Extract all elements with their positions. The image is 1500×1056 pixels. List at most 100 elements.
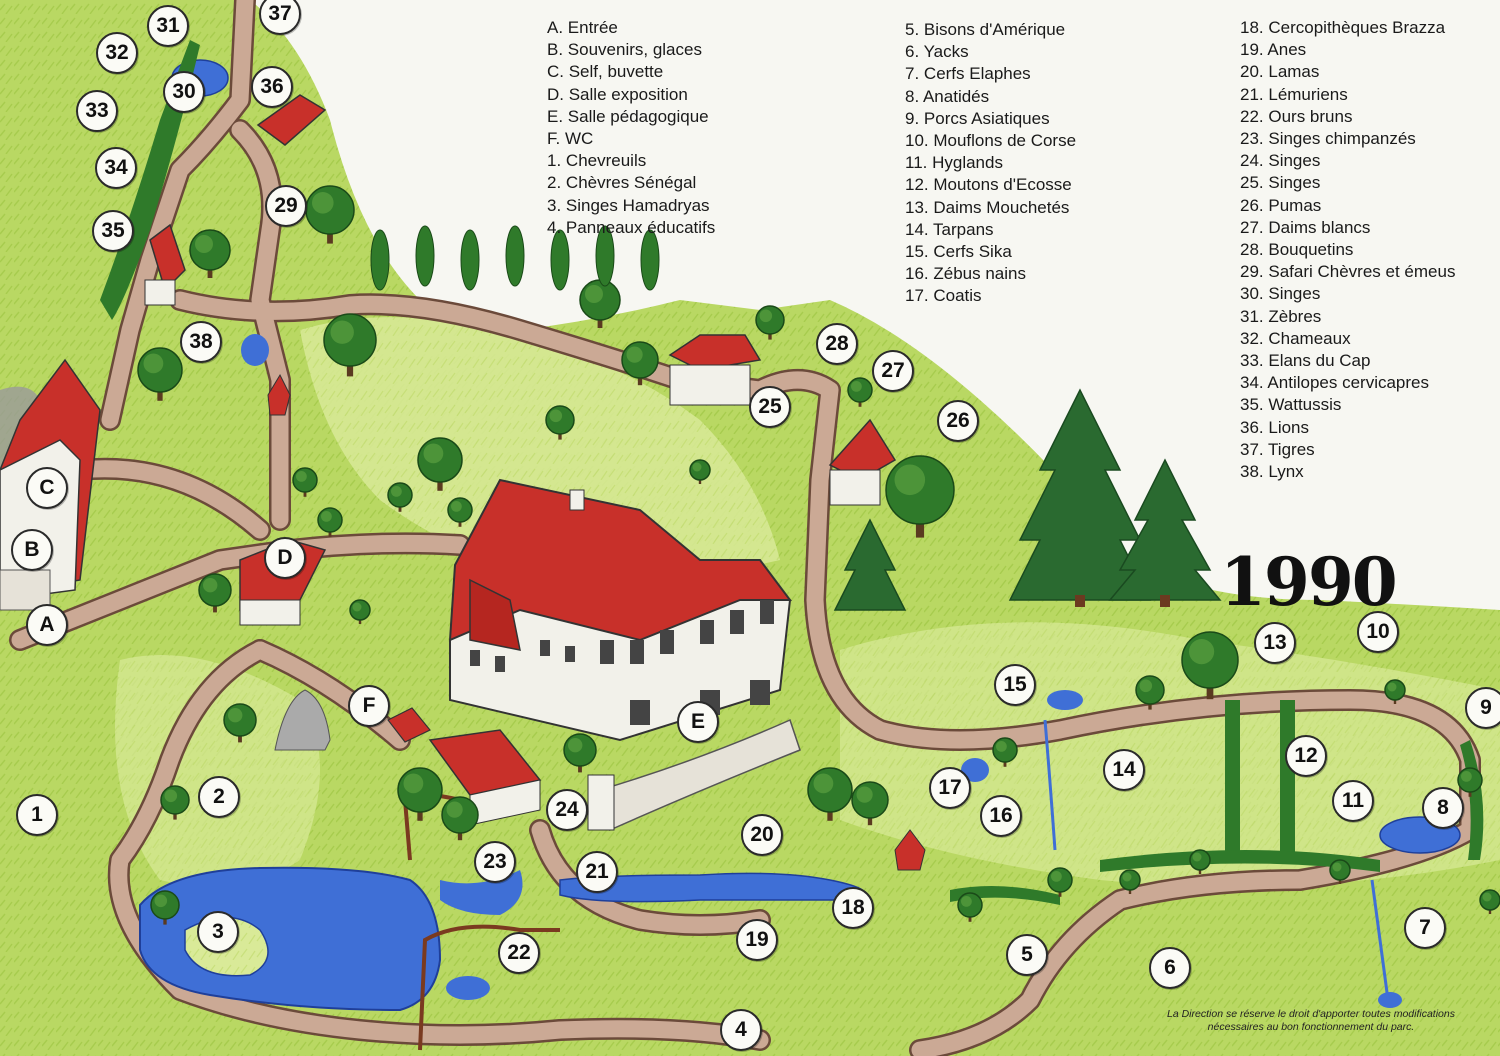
legend-key: 10. <box>905 131 929 151</box>
legend-key: 16. <box>905 264 929 284</box>
legend-key: 23. <box>1240 129 1264 149</box>
map-marker-4[interactable]: 4 <box>720 1009 762 1051</box>
legend-label: Moutons d'Ecosse <box>928 175 1072 195</box>
legend-item: C. Self, buvette <box>547 61 715 83</box>
legend-label: Chevreuils <box>561 151 647 171</box>
legend-label: Tigres <box>1263 439 1315 459</box>
map-marker-32[interactable]: 32 <box>96 32 138 74</box>
legend-key: 27. <box>1240 217 1264 237</box>
legend-key: 38. <box>1240 462 1264 482</box>
map-marker-19[interactable]: 19 <box>736 919 778 961</box>
map-marker-d[interactable]: D <box>264 537 306 579</box>
grass-highlight-3 <box>115 655 320 887</box>
legend-item: 36. Lions <box>1240 417 1455 439</box>
map-marker-e[interactable]: E <box>677 701 719 743</box>
legend-item: 25. Singes <box>1240 172 1455 194</box>
map-marker-29[interactable]: 29 <box>265 185 307 227</box>
map-marker-37[interactable]: 37 <box>259 0 301 35</box>
conifer-3 <box>833 518 907 611</box>
legend-key: 17. <box>905 286 929 306</box>
map-marker-1[interactable]: 1 <box>16 794 58 836</box>
map-marker-26[interactable]: 26 <box>937 400 979 442</box>
map-marker-22[interactable]: 22 <box>498 932 540 974</box>
map-marker-36[interactable]: 36 <box>251 66 293 108</box>
footnote-line-2: nécessaires au bon fonctionnement du par… <box>1207 1021 1415 1033</box>
map-marker-13[interactable]: 13 <box>1254 622 1296 664</box>
map-marker-10[interactable]: 10 <box>1357 611 1399 653</box>
map-marker-33[interactable]: 33 <box>76 90 118 132</box>
map-marker-18[interactable]: 18 <box>832 887 874 929</box>
map-marker-2[interactable]: 2 <box>198 776 240 818</box>
map-marker-38[interactable]: 38 <box>180 321 222 363</box>
legend-label: Entrée <box>563 18 618 37</box>
legend-key: 14. <box>905 219 929 239</box>
map-marker-24[interactable]: 24 <box>546 789 588 831</box>
map-marker-3[interactable]: 3 <box>197 911 239 953</box>
map-marker-23[interactable]: 23 <box>474 841 516 883</box>
legend-item: 19. Anes <box>1240 39 1455 61</box>
chateau-windows <box>470 600 774 725</box>
legend-key: 26. <box>1240 195 1264 215</box>
map-marker-28[interactable]: 28 <box>816 323 858 365</box>
tree-34 <box>689 459 711 484</box>
tree-6 <box>579 279 621 328</box>
map-marker-11[interactable]: 11 <box>1332 780 1374 822</box>
legend-key: 28. <box>1240 240 1264 260</box>
map-marker-16[interactable]: 16 <box>980 795 1022 837</box>
legend-item: 16. Zébus nains <box>905 263 1076 285</box>
map-marker-a[interactable]: A <box>26 604 68 646</box>
map-marker-20[interactable]: 20 <box>741 814 783 856</box>
legend-label: Daims Mouchetés <box>928 197 1070 217</box>
map-marker-9[interactable]: 9 <box>1465 687 1500 729</box>
legend-label: Lémuriens <box>1263 84 1348 104</box>
legend-key: 1. <box>547 151 562 171</box>
pond-7 <box>1378 992 1402 1008</box>
map-marker-5[interactable]: 5 <box>1006 934 1048 976</box>
map-marker-15[interactable]: 15 <box>994 664 1036 706</box>
tree-37 <box>1047 867 1073 897</box>
legend-key: 3. <box>547 195 562 215</box>
map-marker-14[interactable]: 14 <box>1103 749 1145 791</box>
legend-item: 9. Porcs Asiatiques <box>905 108 1076 130</box>
map-marker-8[interactable]: 8 <box>1422 787 1464 829</box>
map-marker-31[interactable]: 31 <box>147 5 189 47</box>
legend-key: 20. <box>1240 62 1264 82</box>
legend-item: 32. Chameaux <box>1240 328 1455 350</box>
legend-label: Coatis <box>928 286 982 306</box>
map-marker-f[interactable]: F <box>348 685 390 727</box>
map-marker-c[interactable]: C <box>26 467 68 509</box>
map-marker-7[interactable]: 7 <box>1404 907 1446 949</box>
building-f <box>387 707 431 743</box>
legend-label: Singes <box>1263 173 1321 193</box>
legend-item: 13. Daims Mouchetés <box>905 197 1076 219</box>
legend-key: D. <box>547 84 564 104</box>
legend-item: 23. Singes chimpanzés <box>1240 128 1455 150</box>
map-marker-35[interactable]: 35 <box>92 210 134 252</box>
map-marker-30[interactable]: 30 <box>163 71 205 113</box>
legend-item: 12. Moutons d'Ecosse <box>905 174 1076 196</box>
map-marker-17[interactable]: 17 <box>929 767 971 809</box>
map-marker-21[interactable]: 21 <box>576 851 618 893</box>
tree-24 <box>1135 675 1165 710</box>
tree-20 <box>807 767 853 821</box>
legend-key: 32. <box>1240 328 1264 348</box>
legend-item: 21. Lémuriens <box>1240 84 1455 106</box>
legend-label: Cerfs Sika <box>928 242 1012 262</box>
legend-item: 5. Bisons d'Amérique <box>905 19 1076 41</box>
legend-item: A. Entrée <box>547 17 715 39</box>
map-marker-12[interactable]: 12 <box>1285 735 1327 777</box>
legend-key: 5. <box>905 20 920 39</box>
map-marker-34[interactable]: 34 <box>95 147 137 189</box>
legend-item: 3. Singes Hamadryas <box>547 195 715 217</box>
legend-item: 6. Yacks <box>905 41 1076 63</box>
poplar-tree <box>550 229 570 291</box>
pond-38 <box>241 334 269 366</box>
map-marker-27[interactable]: 27 <box>872 350 914 392</box>
legend-key: 30. <box>1240 284 1264 304</box>
legend-label: Hyglands <box>927 153 1003 173</box>
map-marker-6[interactable]: 6 <box>1149 947 1191 989</box>
map-marker-b[interactable]: B <box>11 529 53 571</box>
map-marker-25[interactable]: 25 <box>749 386 791 428</box>
